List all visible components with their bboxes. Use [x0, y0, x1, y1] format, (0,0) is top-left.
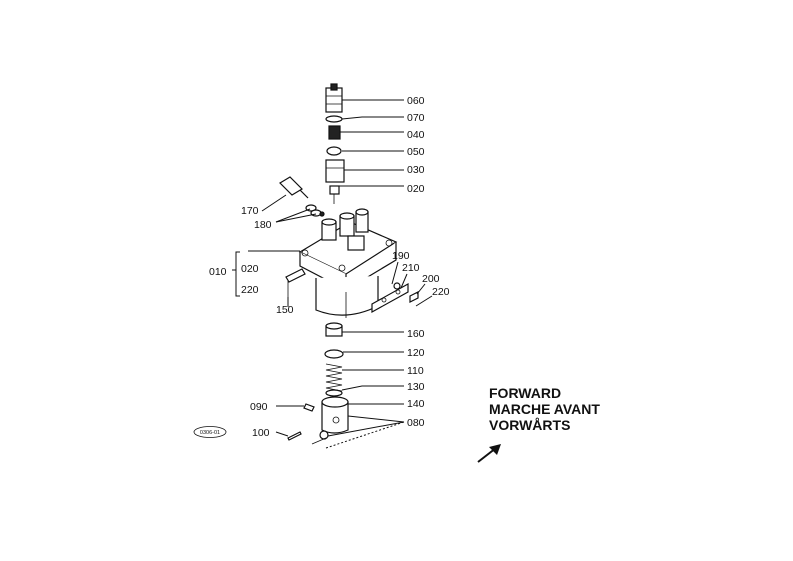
arrow-up-right-icon [477, 444, 501, 463]
direction-indicator: FORWARD MARCHE AVANT VORWÅRTS [477, 385, 600, 463]
tappet-130 [325, 389, 343, 397]
pin-100 [287, 431, 302, 441]
part-label-020-top: 020 [407, 183, 425, 195]
cover-plate-190 [371, 282, 409, 314]
o-ring-070 [325, 115, 343, 123]
spring-110 [325, 363, 343, 392]
part-label-060: 060 [407, 95, 425, 107]
part-label-070: 070 [407, 112, 425, 124]
direction-line-1: FORWARD [489, 385, 561, 401]
spring-seat-120 [324, 349, 344, 359]
part-label-180: 180 [254, 219, 272, 231]
part-label-200: 200 [422, 273, 440, 285]
pin-090 [303, 403, 315, 412]
part-label-100: 100 [252, 427, 270, 439]
direction-line-2: MARCHE AVANT [489, 401, 600, 417]
part-label-040: 040 [407, 129, 425, 141]
part-label-220-right: 220 [432, 286, 450, 298]
pump-body [315, 276, 379, 318]
part-label-140: 140 [407, 398, 425, 410]
plunger-160 [325, 322, 343, 337]
part-label-190: 190 [392, 250, 410, 262]
part-label-010: 010 [209, 266, 227, 278]
direction-line-3: VORWÅRTS [489, 417, 570, 433]
part-label-130: 130 [407, 381, 425, 393]
part-label-030: 030 [407, 164, 425, 176]
control-rod-150 [285, 268, 306, 297]
part-label-160: 160 [407, 328, 425, 340]
spring-040 [328, 125, 341, 140]
bolt-200 [409, 291, 419, 303]
gasket-050 [326, 146, 342, 156]
tappet-body-140 [321, 396, 349, 434]
part-label-210: 210 [402, 262, 420, 274]
part-label-220-bracket: 220 [241, 284, 259, 296]
part-labels: 060 070 040 050 030 020 170 180 010 020 … [209, 95, 450, 439]
part-label-170: 170 [241, 205, 259, 217]
bleeder-screw-170 [279, 176, 309, 199]
part-label-020-bracket: 020 [241, 263, 259, 275]
delivery-valve-holder [325, 83, 343, 113]
reference-stamp: 0306-01 [193, 426, 227, 438]
part-label-050: 050 [407, 146, 425, 158]
part-label-080: 080 [407, 417, 425, 429]
washer-220-right [393, 282, 401, 290]
leader-lines [232, 99, 433, 449]
part-label-120: 120 [407, 347, 425, 359]
valve-seat-020 [329, 185, 340, 204]
part-label-090: 090 [250, 401, 268, 413]
stamp-text: 0306-01 [200, 430, 220, 436]
part-label-150: 150 [276, 304, 294, 316]
valve-030 [325, 159, 345, 183]
part-label-110: 110 [407, 365, 424, 377]
roller-080 [311, 430, 329, 445]
